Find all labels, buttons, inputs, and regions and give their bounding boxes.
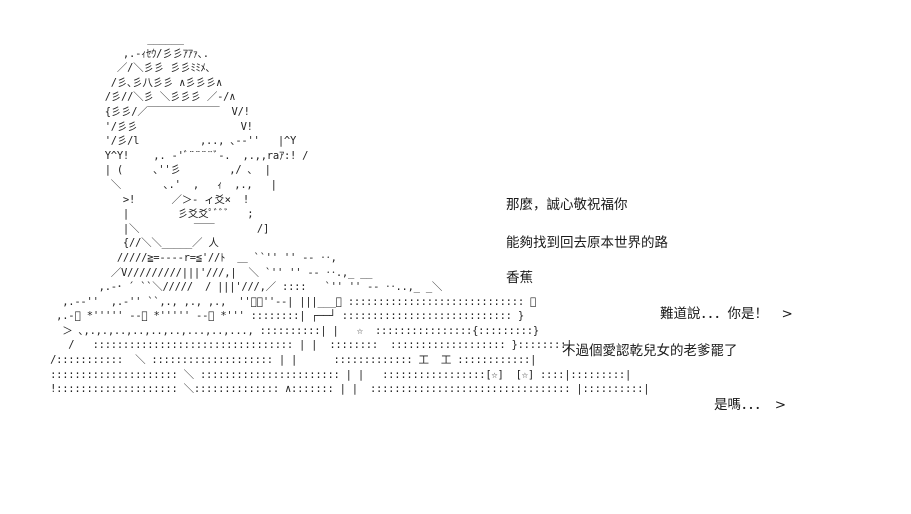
dialogue-line-old-man: 不過個愛認乾兒女的老爹罷了 — [562, 343, 738, 359]
dialogue-line-realization: 難道說．．．你是！ > — [660, 306, 793, 322]
dialogue-line-blessing: 那麼，誠心敬祝福你 — [506, 197, 628, 213]
dialogue-line-is-that-so: 是嗎．．． > — [714, 397, 787, 413]
ascii-art-portrait: ______ ,.-ｨｾｳ/彡彡ｱｱｧ､. ／/＼彡彡 彡彡ﾐﾐﾒ､ /彡､彡八… — [50, 33, 650, 396]
dialogue-line-way-home: 能夠找到回去原本世界的路 — [506, 235, 668, 251]
dialogue-line-name: 香蕉 — [506, 270, 533, 286]
